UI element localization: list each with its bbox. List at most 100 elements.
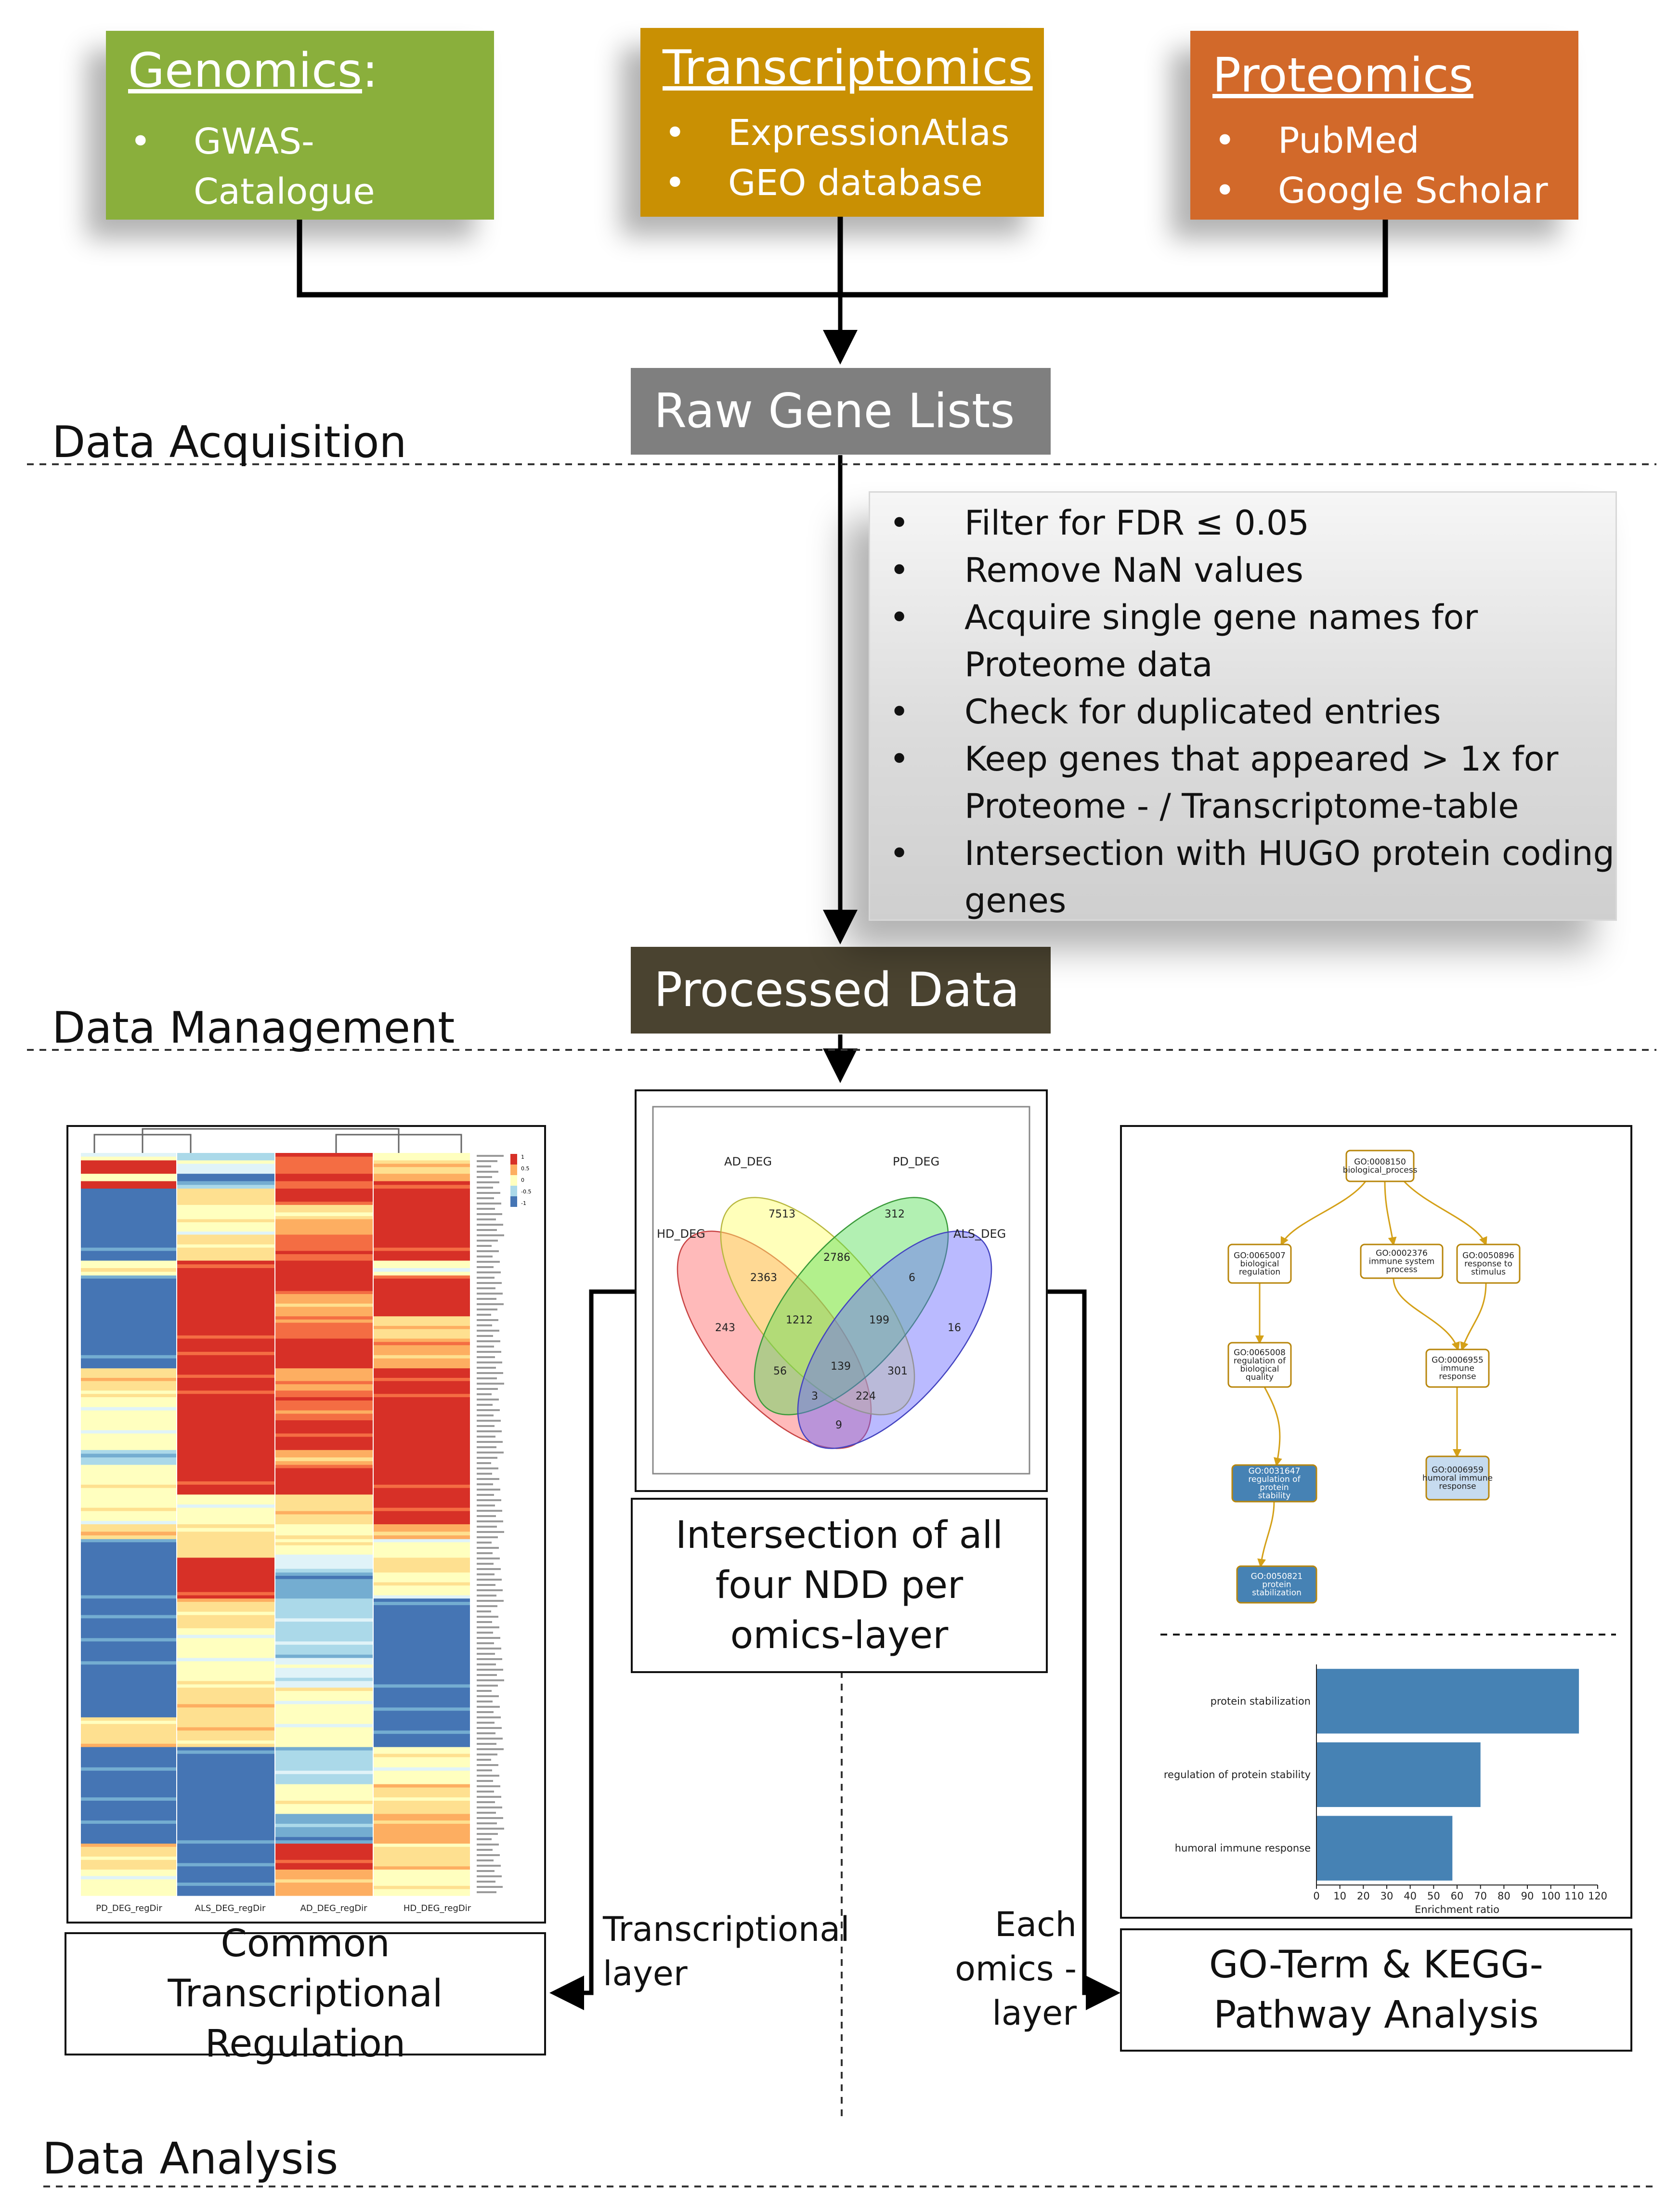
- arrow-to-common-regulation: [549, 1289, 635, 2010]
- venn-count: 2786: [823, 1252, 850, 1264]
- enrichment-tick-label: 60: [1451, 1890, 1464, 1902]
- intersection-label-box: Intersection of all four NDD per omics-l…: [631, 1498, 1048, 1673]
- enrichment-tick-label: 70: [1474, 1890, 1487, 1902]
- transcriptomics-item: ExpressionAtlas: [662, 108, 1009, 158]
- processed-data-node: Processed Data: [631, 947, 1051, 1034]
- venn-als-ellipse: [797, 1230, 992, 1449]
- genomics-connector: [297, 220, 840, 298]
- filter-step: Check for duplicated entries: [889, 688, 1615, 735]
- venn-set-label: HD_DEG: [657, 1227, 705, 1241]
- filter-step: Acquire single gene names for Proteome d…: [889, 594, 1615, 688]
- enrichment-tick-label: 30: [1380, 1890, 1393, 1902]
- proteomics-item: Google Scholar: [1211, 166, 1548, 216]
- enrichment-tick-label: 50: [1427, 1890, 1440, 1902]
- phase-data-acquisition: Data Acquisition: [52, 417, 407, 468]
- genomics-box: Genomics: GWAS- Catalogue: [106, 31, 494, 220]
- genomics-item: Catalogue: [194, 171, 375, 212]
- scale-tick: -0.5: [521, 1189, 531, 1195]
- heatmap-column-label: AD_DEG_regDir: [300, 1903, 367, 1913]
- proteomics-box: Proteomics PubMed Google Scholar: [1190, 31, 1578, 220]
- proteomics-item: PubMed: [1211, 116, 1548, 166]
- filter-steps-panel: Filter for FDR ≤ 0.05 Remove NaN values …: [869, 491, 1617, 921]
- processed-data-label: Processed Data: [654, 963, 1020, 1018]
- enrichment-category-label: regulation of protein stability: [1164, 1769, 1311, 1780]
- proteomics-items: PubMed Google Scholar: [1211, 116, 1548, 216]
- heatmap-column-labels: PD_DEG_regDir ALS_DEG_regDir AD_DEG_regD…: [96, 1903, 471, 1913]
- venn-diagram: AD_DEG PD_DEG HD_DEG ALS_DEG 7513 312 27…: [652, 1106, 1030, 1475]
- venn-set-label: AD_DEG: [724, 1155, 772, 1168]
- venn-set-label: ALS_DEG: [953, 1227, 1006, 1241]
- enrichment-tick-label: 10: [1333, 1890, 1346, 1902]
- common-regulation-label: Common Transcriptional Regulation: [168, 1922, 443, 2066]
- transcriptomics-box: Transcriptomics ExpressionAtlas GEO data…: [640, 28, 1044, 217]
- intersection-label: Intersection of all four NDD per omics-l…: [676, 1514, 1003, 1657]
- venn-count: 16: [948, 1322, 961, 1334]
- enrichment-tick-label: 110: [1564, 1890, 1584, 1902]
- enrichment-category-label: protein stabilization: [1211, 1695, 1311, 1707]
- raw-gene-lists-node: Raw Gene Lists: [631, 368, 1051, 455]
- venn-panel: [635, 1089, 1048, 1492]
- venn-hd-ellipse: [677, 1230, 872, 1449]
- venn-count: 9: [835, 1419, 842, 1431]
- venn-count: 7513: [768, 1208, 795, 1220]
- heatmap-scale: 1 0.5 0 -0.5 -1: [510, 1154, 531, 1207]
- filter-step: Remove NaN values: [889, 547, 1615, 594]
- common-regulation-box: Common Transcriptional Regulation: [65, 1922, 546, 2066]
- proteomics-title: Proteomics: [1212, 48, 1473, 103]
- go-tree-edges: [1255, 1180, 1487, 1568]
- filter-step: Intersection with HUGO protein coding ge…: [889, 830, 1615, 924]
- venn-count: 56: [773, 1365, 787, 1377]
- phase-data-analysis: Data Analysis: [42, 2133, 339, 2184]
- raw-gene-lists-label: Raw Gene Lists: [654, 384, 1015, 439]
- enrichment-tick-label: 80: [1498, 1890, 1511, 1902]
- venn-count: 1212: [786, 1314, 813, 1326]
- scale-tick: 0: [521, 1177, 524, 1183]
- go-kegg-box: GO-Term & KEGG-Pathway Analysis: [1120, 1928, 1632, 2052]
- enrichment-bar: [1316, 1669, 1579, 1734]
- enrichment-tick-label: 20: [1357, 1890, 1370, 1902]
- venn-count: 199: [869, 1314, 889, 1326]
- venn-count: 139: [831, 1361, 851, 1373]
- venn-count: 312: [885, 1208, 905, 1220]
- heatmap-column-label: ALS_DEG_regDir: [195, 1903, 266, 1913]
- venn-count: 3: [811, 1390, 818, 1402]
- enrichment-x-label: Enrichment ratio: [1415, 1904, 1499, 1915]
- enrichment-tick-label: 120: [1588, 1890, 1607, 1902]
- venn-count: 224: [856, 1390, 876, 1402]
- transcriptomics-item: GEO database: [662, 158, 1009, 208]
- enrichment-tick-label: 0: [1313, 1890, 1319, 1902]
- venn-pd-ellipse: [754, 1197, 949, 1415]
- enrichment-tick-label: 40: [1404, 1890, 1417, 1902]
- venn-ad-ellipse: [720, 1197, 915, 1415]
- phase-data-management: Data Management: [52, 1003, 455, 1053]
- filter-steps-list: Filter for FDR ≤ 0.05 Remove NaN values …: [889, 499, 1615, 924]
- venn-count: 6: [909, 1272, 915, 1284]
- enrichment-bar: [1316, 1742, 1481, 1807]
- heatmap: 1 0.5 0 -0.5 -1 PD_DEG_regDir ALS_DEG_re…: [81, 1128, 531, 1913]
- transcriptomics-items: ExpressionAtlas GEO database: [662, 108, 1009, 208]
- scale-tick: 1: [521, 1154, 524, 1160]
- heatmap-column-label: PD_DEG_regDir: [96, 1903, 162, 1913]
- transcriptomics-title: Transcriptomics: [663, 40, 1033, 95]
- enrichment-tick-label: 100: [1541, 1890, 1561, 1902]
- heatmap-dendrogram: [93, 1128, 462, 1153]
